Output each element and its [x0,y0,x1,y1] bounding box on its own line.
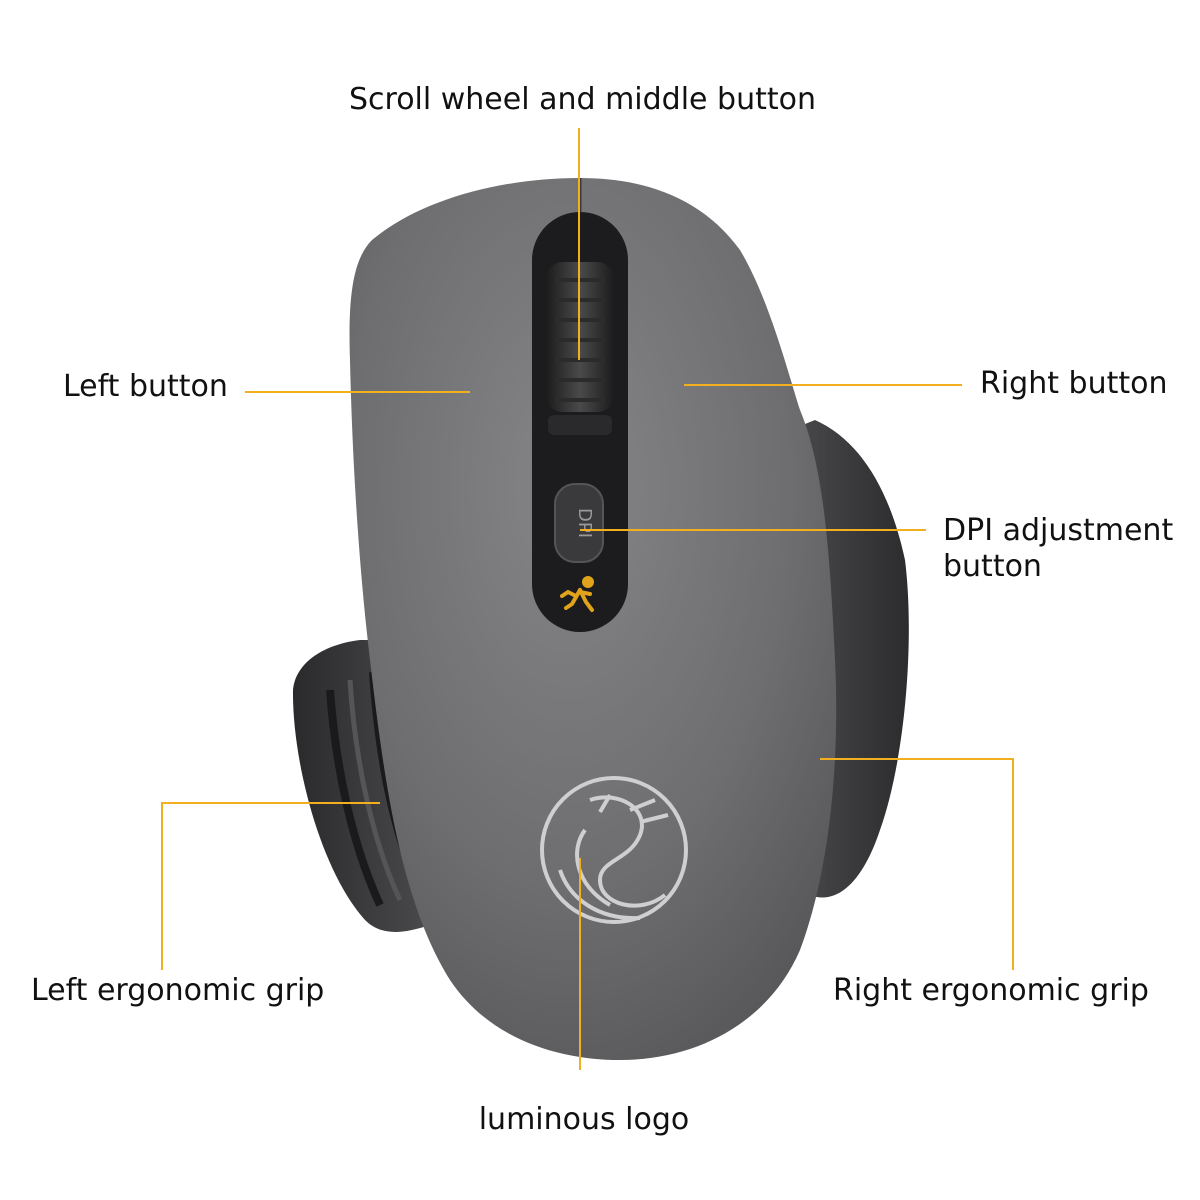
leader-right-grip [820,758,1014,970]
label-logo: luminous logo [478,1102,690,1137]
luminous-logo-icon [540,776,688,924]
label-right-grip: Right ergonomic grip [833,973,1149,1008]
dpi-icon: DPI [574,508,595,538]
label-left-grip: Left ergonomic grip [31,973,325,1008]
label-left-button: Left button [63,369,228,404]
label-dpi-button: DPI adjustment button [943,513,1174,584]
label-right-button: Right button [980,366,1168,401]
leader-left-grip [161,802,380,970]
runner-icon [560,576,594,612]
label-scroll-wheel: Scroll wheel and middle button [348,82,816,117]
dpi-button[interactable] [554,483,604,563]
leader-lines [161,128,1014,1070]
